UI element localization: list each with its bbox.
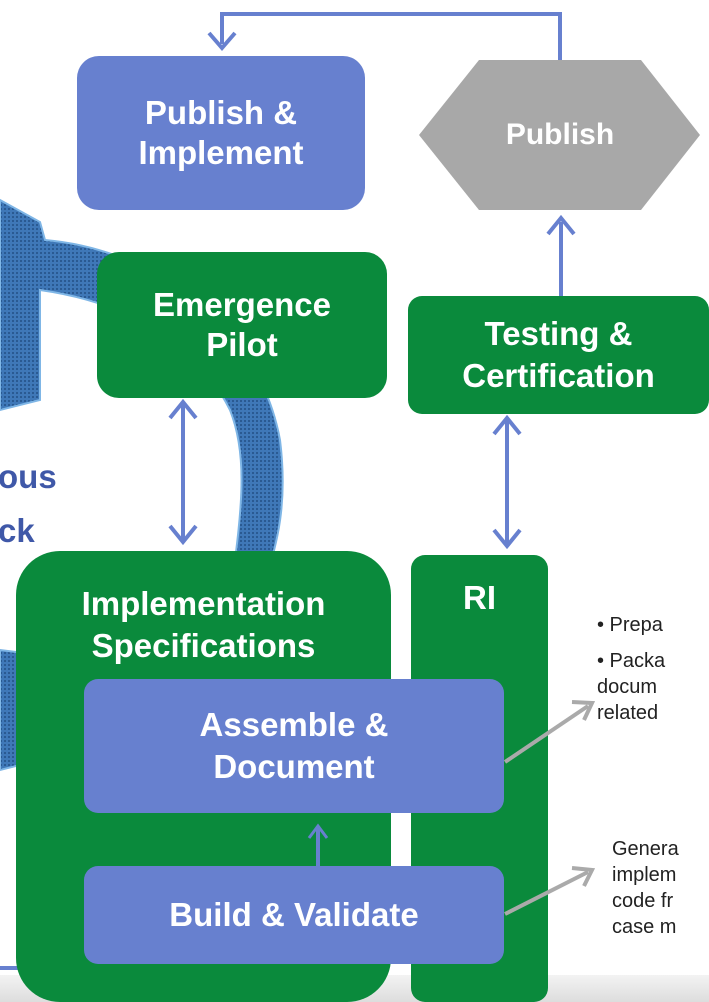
publish-decision-label-wrap: Publish <box>480 112 640 158</box>
publish-implement-box[interactable]: Publish & Implement <box>77 56 365 210</box>
testing-certification-label-2: Certification <box>462 357 655 394</box>
assemble-note-2: • Packa <box>597 650 666 672</box>
testing-certification-box[interactable]: Testing & Certification <box>408 296 709 414</box>
assemble-document-label-1: Assemble & <box>199 706 389 743</box>
ri-label: RI <box>463 579 496 616</box>
feedback-label-2: ck <box>0 512 35 549</box>
build-note-1: Genera <box>612 838 679 860</box>
emergence-impl-arrowhead-top <box>168 398 198 420</box>
assemble-notes: • Prepa • Packa docum related <box>597 612 665 726</box>
implementation-specifications-label-2: Specifications <box>91 627 316 664</box>
testing-certification-label-1: Testing & <box>484 315 633 352</box>
assemble-document-label-2: Document <box>213 748 375 785</box>
build-validate-label: Build & Validate <box>169 896 419 933</box>
feedback-label-1: ous <box>0 458 57 495</box>
build-note-2: implem <box>612 864 677 886</box>
testing-to-publish-arrowhead <box>546 214 576 236</box>
publish-decision-label: Publish <box>505 118 615 151</box>
emergence-pilot-label-1: Emergence <box>153 286 331 323</box>
build-notes: Genera implem code fr case m <box>612 836 679 940</box>
assemble-document-box[interactable]: Assemble & Document <box>84 679 504 813</box>
publish-loop-arrowhead <box>207 31 237 52</box>
implementation-specifications-label-1: Implementation <box>81 585 326 622</box>
publish-implement-label-2: Implement <box>138 134 304 171</box>
build-note-4: case m <box>612 916 677 938</box>
testing-ri-arrowhead-bottom <box>492 528 522 550</box>
build-validate-box[interactable]: Build & Validate <box>84 866 504 964</box>
assemble-note-4: related <box>597 702 659 724</box>
emergence-pilot-label-2: Pilot <box>206 326 278 363</box>
publish-implement-label-1: Publish & <box>144 94 298 131</box>
assemble-note-1: • Prepa <box>597 614 663 636</box>
emergence-impl-arrowhead-bottom <box>168 524 198 546</box>
assemble-note-3: docum <box>597 676 658 698</box>
emergence-pilot-box[interactable]: Emergence Pilot <box>97 252 387 398</box>
build-note-3: code fr <box>612 890 674 912</box>
publish-loop-line <box>220 12 562 100</box>
testing-ri-arrowhead-top <box>492 414 522 436</box>
